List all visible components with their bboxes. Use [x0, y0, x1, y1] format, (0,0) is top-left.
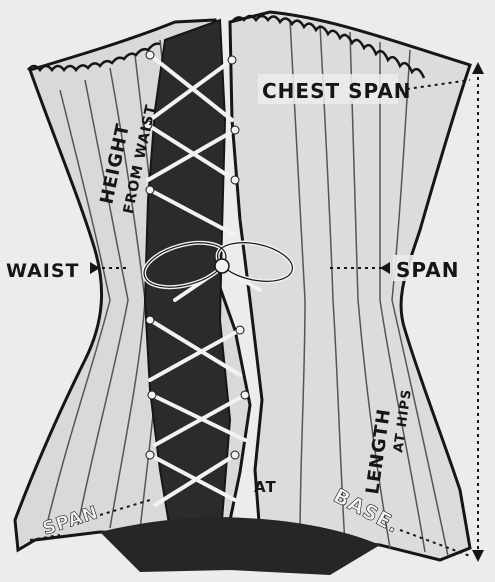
chest-span-label: CHEST SPAN — [262, 79, 412, 103]
waist-label: WAIST — [6, 260, 80, 282]
lace-bow-knot — [215, 259, 229, 273]
span-right-label: SPAN — [396, 258, 459, 282]
at-label: AT — [254, 478, 277, 496]
lacing-gap-panel — [145, 20, 230, 530]
